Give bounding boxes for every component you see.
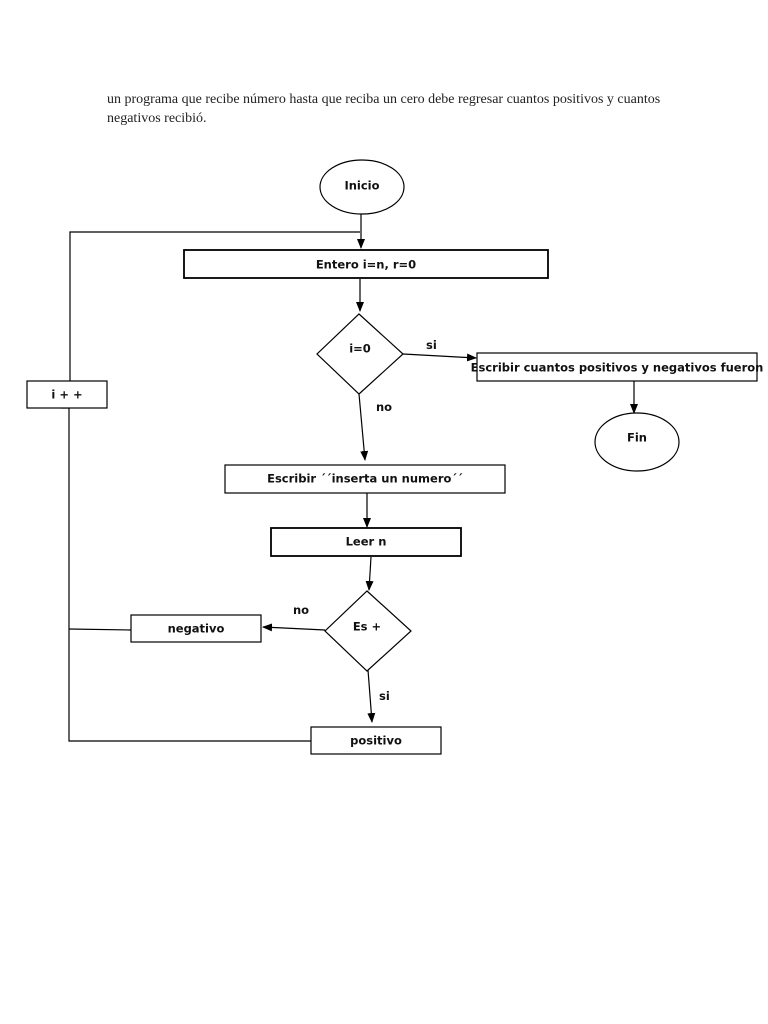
node-inicio-label: Inicio (344, 179, 379, 193)
problem-statement: un programa que recibe número hasta que … (107, 92, 661, 126)
node-incremento: i + + (26, 380, 108, 409)
node-escribir-inserta-label: Escribir ´´inserta un numero´´ (267, 472, 463, 486)
edge-label-cond-i-si: si (426, 338, 437, 352)
node-cond-es: Es + (324, 590, 412, 672)
node-escribir-resultado: Escribir cuantos positivos y negativos f… (471, 352, 764, 382)
node-leer-label: Leer n (346, 535, 387, 549)
edge-loop-negativo-incremento (68, 628, 132, 631)
node-escribir-resultado-label: Escribir cuantos positivos y negativos f… (471, 361, 764, 375)
edge-loop-positivo-incremento (68, 408, 311, 742)
node-fin: Fin (594, 412, 680, 472)
edge-label-cond-es-no: no (293, 603, 309, 617)
edge-leer-cond-es (365, 556, 374, 591)
node-incremento-label: i + + (51, 388, 82, 402)
node-escribir-inserta: Escribir ´´inserta un numero´´ (224, 464, 506, 494)
edge-cond-i-no (358, 393, 369, 461)
node-cond-es-label: Es + (353, 620, 381, 634)
node-negativo-label: negativo (168, 622, 225, 636)
node-entero-label: Entero i=n, r=0 (316, 258, 416, 272)
edge-label-cond-i-no: no (376, 400, 392, 414)
node-entero: Entero i=n, r=0 (183, 249, 549, 279)
connectors (61, 214, 638, 742)
edge-cond-es-no (262, 623, 326, 632)
edge-cond-es-si (367, 669, 376, 723)
node-fin-label: Fin (627, 431, 647, 445)
node-positivo-label: positivo (350, 734, 402, 748)
node-cond-i: i=0 (316, 313, 404, 395)
node-leer: Leer n (270, 527, 462, 557)
node-positivo: positivo (310, 726, 442, 755)
edge-loop-incremento-entero (69, 231, 360, 381)
edge-label-cond-es-si: si (379, 689, 390, 703)
edge-cond-i-si (402, 353, 477, 362)
node-inicio: Inicio (319, 159, 405, 215)
node-cond-i-label: i=0 (349, 342, 371, 356)
node-negativo: negativo (130, 614, 262, 643)
